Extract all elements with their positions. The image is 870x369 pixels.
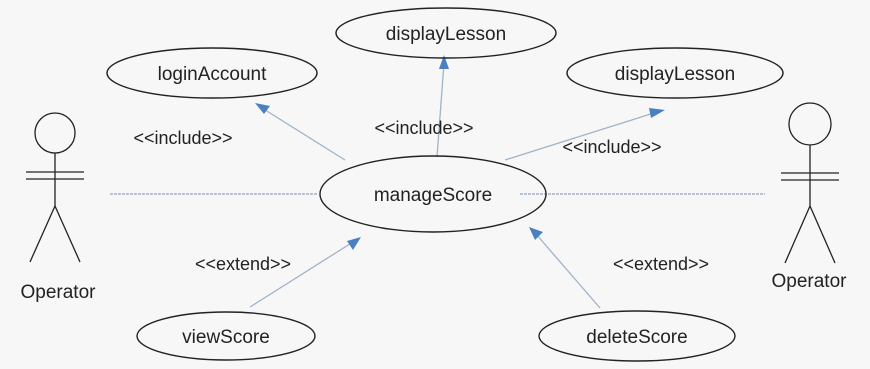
actor-label-right: Operator bbox=[772, 271, 848, 292]
use-case-label-displayLesson-top: displayLesson bbox=[386, 24, 506, 45]
use-case-label-displayLesson-right: displayLesson bbox=[615, 64, 735, 85]
stereotype-label-include-loginAccount: <<include>> bbox=[133, 128, 232, 148]
use-case-ellipse-loginAccount bbox=[106, 47, 318, 99]
actor-figure-right bbox=[781, 102, 839, 264]
include-line-displayLesson-right bbox=[504, 111, 658, 161]
use-case-ellipse-displayLesson-right bbox=[566, 47, 784, 99]
include-line-displayLesson-top bbox=[436, 62, 445, 158]
extend-line-viewScore bbox=[249, 241, 354, 308]
extend-arrowhead-deleteScore bbox=[529, 227, 543, 240]
use-case-label-loginAccount: loginAccount bbox=[158, 64, 268, 85]
use-case-ellipse-deleteScore bbox=[538, 310, 736, 362]
actor-figure-left bbox=[26, 112, 84, 263]
use-case-ellipse-displayLesson-top bbox=[335, 7, 557, 59]
stereotype-label-include-displayLesson-top: <<include>> bbox=[374, 118, 473, 138]
stereotype-label-include-displayLesson-right: <<include>> bbox=[562, 137, 661, 157]
include-arrowhead-displayLesson-right bbox=[649, 108, 665, 118]
use-case-label-deleteScore: deleteScore bbox=[586, 327, 687, 348]
use-case-label-viewScore: viewScore bbox=[182, 327, 270, 348]
use-case-ellipse-viewScore bbox=[136, 311, 316, 361]
stereotype-label-extend-viewScore: <<extend>> bbox=[195, 254, 291, 274]
stereotype-label-extend-deleteScore: <<extend>> bbox=[613, 254, 709, 274]
include-arrowhead-displayLesson-top bbox=[439, 55, 449, 69]
actor-label-left: Operator bbox=[21, 282, 97, 303]
include-arrowhead-loginAccount bbox=[255, 103, 270, 114]
use-case-label-manageScore: manageScore bbox=[374, 185, 492, 206]
use-case-ellipse-manageScore bbox=[319, 155, 547, 233]
include-line-loginAccount bbox=[261, 107, 346, 161]
extend-arrowhead-viewScore bbox=[347, 237, 361, 250]
extend-line-deleteScore bbox=[535, 233, 601, 309]
